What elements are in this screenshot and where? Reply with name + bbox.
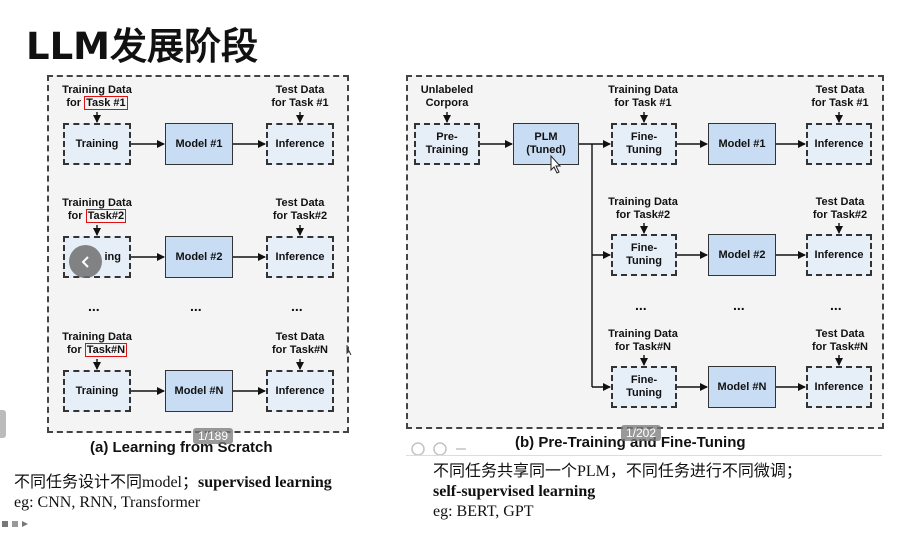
previous-slide-button[interactable] <box>69 245 102 278</box>
ellipsis: ... <box>635 297 647 313</box>
page-counter: 1/202 <box>621 425 662 441</box>
task-highlight: Task#2 <box>85 209 127 223</box>
left-note: 不同任务设计不同model；supervised learning eg: CN… <box>14 474 332 511</box>
inference-box: Inference <box>806 366 872 408</box>
side-handle[interactable] <box>0 410 6 438</box>
training-box: Training <box>63 123 131 165</box>
mouse-cursor-icon <box>550 154 562 174</box>
model-box: Model #N <box>165 370 233 412</box>
inference-box: Inference <box>266 123 334 165</box>
chevron-left-icon <box>81 255 89 268</box>
ellipsis: ... <box>291 298 303 314</box>
model-box: Model #1 <box>708 123 776 165</box>
task-highlight: Task#N <box>84 343 128 357</box>
pretraining-box: Pre- Training <box>414 123 480 165</box>
plm-box: PLM(Tuned) <box>513 123 579 165</box>
inference-box: Inference <box>806 123 872 165</box>
inference-box: Inference <box>806 234 872 276</box>
model-box: Model #2 <box>165 236 233 278</box>
bottom-left-controls-icon[interactable] <box>0 514 32 527</box>
model-box: Model #N <box>708 366 776 408</box>
page-title: LLM发展阶段 <box>26 25 258 68</box>
cursor-mark-icon <box>346 345 352 356</box>
finetuning-box: Fine- Tuning <box>611 366 677 408</box>
ellipsis: ... <box>830 297 842 313</box>
finetuning-box: Fine- Tuning <box>611 123 677 165</box>
caption-pretraining-finetuning: (b) Pre-Training and Fine-Tuning <box>515 434 746 451</box>
page-counter: 1/189 <box>193 428 234 444</box>
finetuning-box: Fine- Tuning <box>611 234 677 276</box>
model-box: Model #1 <box>165 123 233 165</box>
ellipsis: ... <box>733 297 745 313</box>
ellipsis: ... <box>190 298 202 314</box>
divider <box>406 455 882 456</box>
model-box: Model #2 <box>708 234 776 276</box>
right-note: 不同任务共享同一个PLM，不同任务进行不同微调； self-supervised… <box>433 463 802 520</box>
ellipsis: ... <box>88 298 100 314</box>
inference-box: Inference <box>266 370 334 412</box>
task-highlight: Task #1 <box>84 96 128 110</box>
inference-box: Inference <box>266 236 334 278</box>
training-box: Training <box>63 370 131 412</box>
